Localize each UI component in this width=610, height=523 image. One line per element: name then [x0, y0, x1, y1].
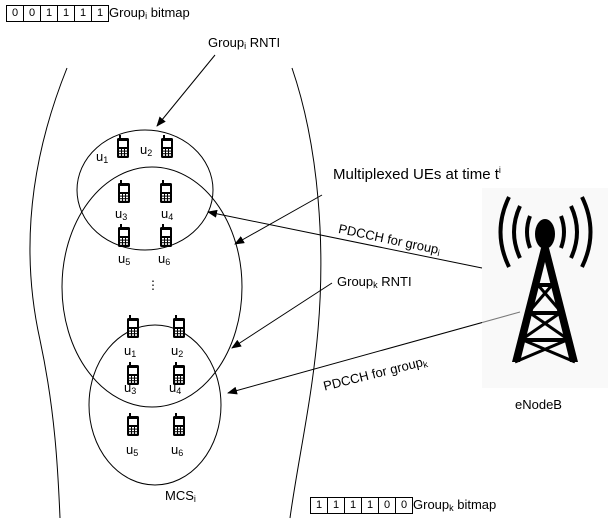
bitmap-cell: 1 [92, 5, 109, 22]
group-i-phone-icon [160, 224, 172, 247]
group-i-phone-icon [160, 180, 172, 203]
group-i-phone-icon [118, 180, 130, 203]
group-i-ue-label: u3 [115, 206, 128, 222]
bitmap-cell: 0 [7, 5, 24, 22]
group-i-phone-icon [161, 135, 173, 158]
group-k-rnti-arrow [231, 282, 333, 349]
cell-boundary-right [289, 67, 322, 519]
group-k-ue-label: u2 [171, 343, 184, 359]
pdcch-k-arrow [227, 311, 521, 395]
ellipsis: ⋮ [147, 278, 159, 292]
multiplexed-ellipse [61, 166, 243, 408]
group-k-phone-icon [127, 362, 139, 385]
multiplexed-arrow [234, 194, 323, 245]
group-i-rnti-label: Groupi RNTI [208, 35, 281, 51]
group-k-phone-icon [173, 413, 185, 436]
bitmap-cell: 1 [345, 497, 362, 514]
group-i-rnti-arrow [156, 54, 216, 127]
group-k-ue-label: u1 [124, 343, 137, 359]
group-k-rnti-label: Groupk RNTI [337, 274, 412, 290]
group-k-ue-label: u5 [126, 442, 139, 458]
group-i-phone-icon [117, 135, 129, 158]
group-i-phone-icon [118, 224, 130, 247]
group-k-phone-icon [173, 362, 185, 385]
group-i-ue-label: u4 [161, 206, 174, 222]
bitmap-cell: 1 [75, 5, 92, 22]
group-i-bitmap-label: Groupi bitmap [109, 5, 190, 21]
bitmap-cell: 0 [379, 497, 396, 514]
cell-boundary-left [29, 67, 68, 519]
group-k-ellipse [88, 324, 222, 486]
pdcch-i-arrow [207, 209, 483, 269]
group-i-ue-label: u6 [158, 251, 171, 267]
group-k-ue-label: u3 [124, 380, 137, 396]
group-k-ue-label: u4 [169, 380, 182, 396]
group-k-phone-icon [127, 413, 139, 436]
group-i-ellipse [76, 129, 214, 251]
mcs-label: MCSi [165, 488, 196, 504]
bitmap-cell: 1 [328, 497, 345, 514]
enodeb-tower-icon [482, 188, 608, 388]
enodeb-label: eNodeB [515, 397, 562, 412]
group-i-ue-label: u5 [118, 251, 131, 267]
group-i-ue-label: u2 [140, 142, 153, 158]
bitmap-cell: 1 [58, 5, 75, 22]
bitmap-cell: 1 [311, 497, 328, 514]
bitmap-cell: 1 [362, 497, 379, 514]
group-k-ue-label: u6 [171, 442, 184, 458]
group-k-phone-icon [173, 315, 185, 338]
group-k-bitmap-label: Groupk bitmap [413, 497, 497, 513]
bitmap-cell: 0 [24, 5, 41, 22]
bitmap-cell: 1 [41, 5, 58, 22]
group-i-ue-label: u1 [96, 149, 109, 165]
multiplexed-label: Multiplexed UEs at time ti [333, 165, 501, 183]
group-k-phone-icon [127, 315, 139, 338]
bitmap-cell: 0 [396, 497, 413, 514]
